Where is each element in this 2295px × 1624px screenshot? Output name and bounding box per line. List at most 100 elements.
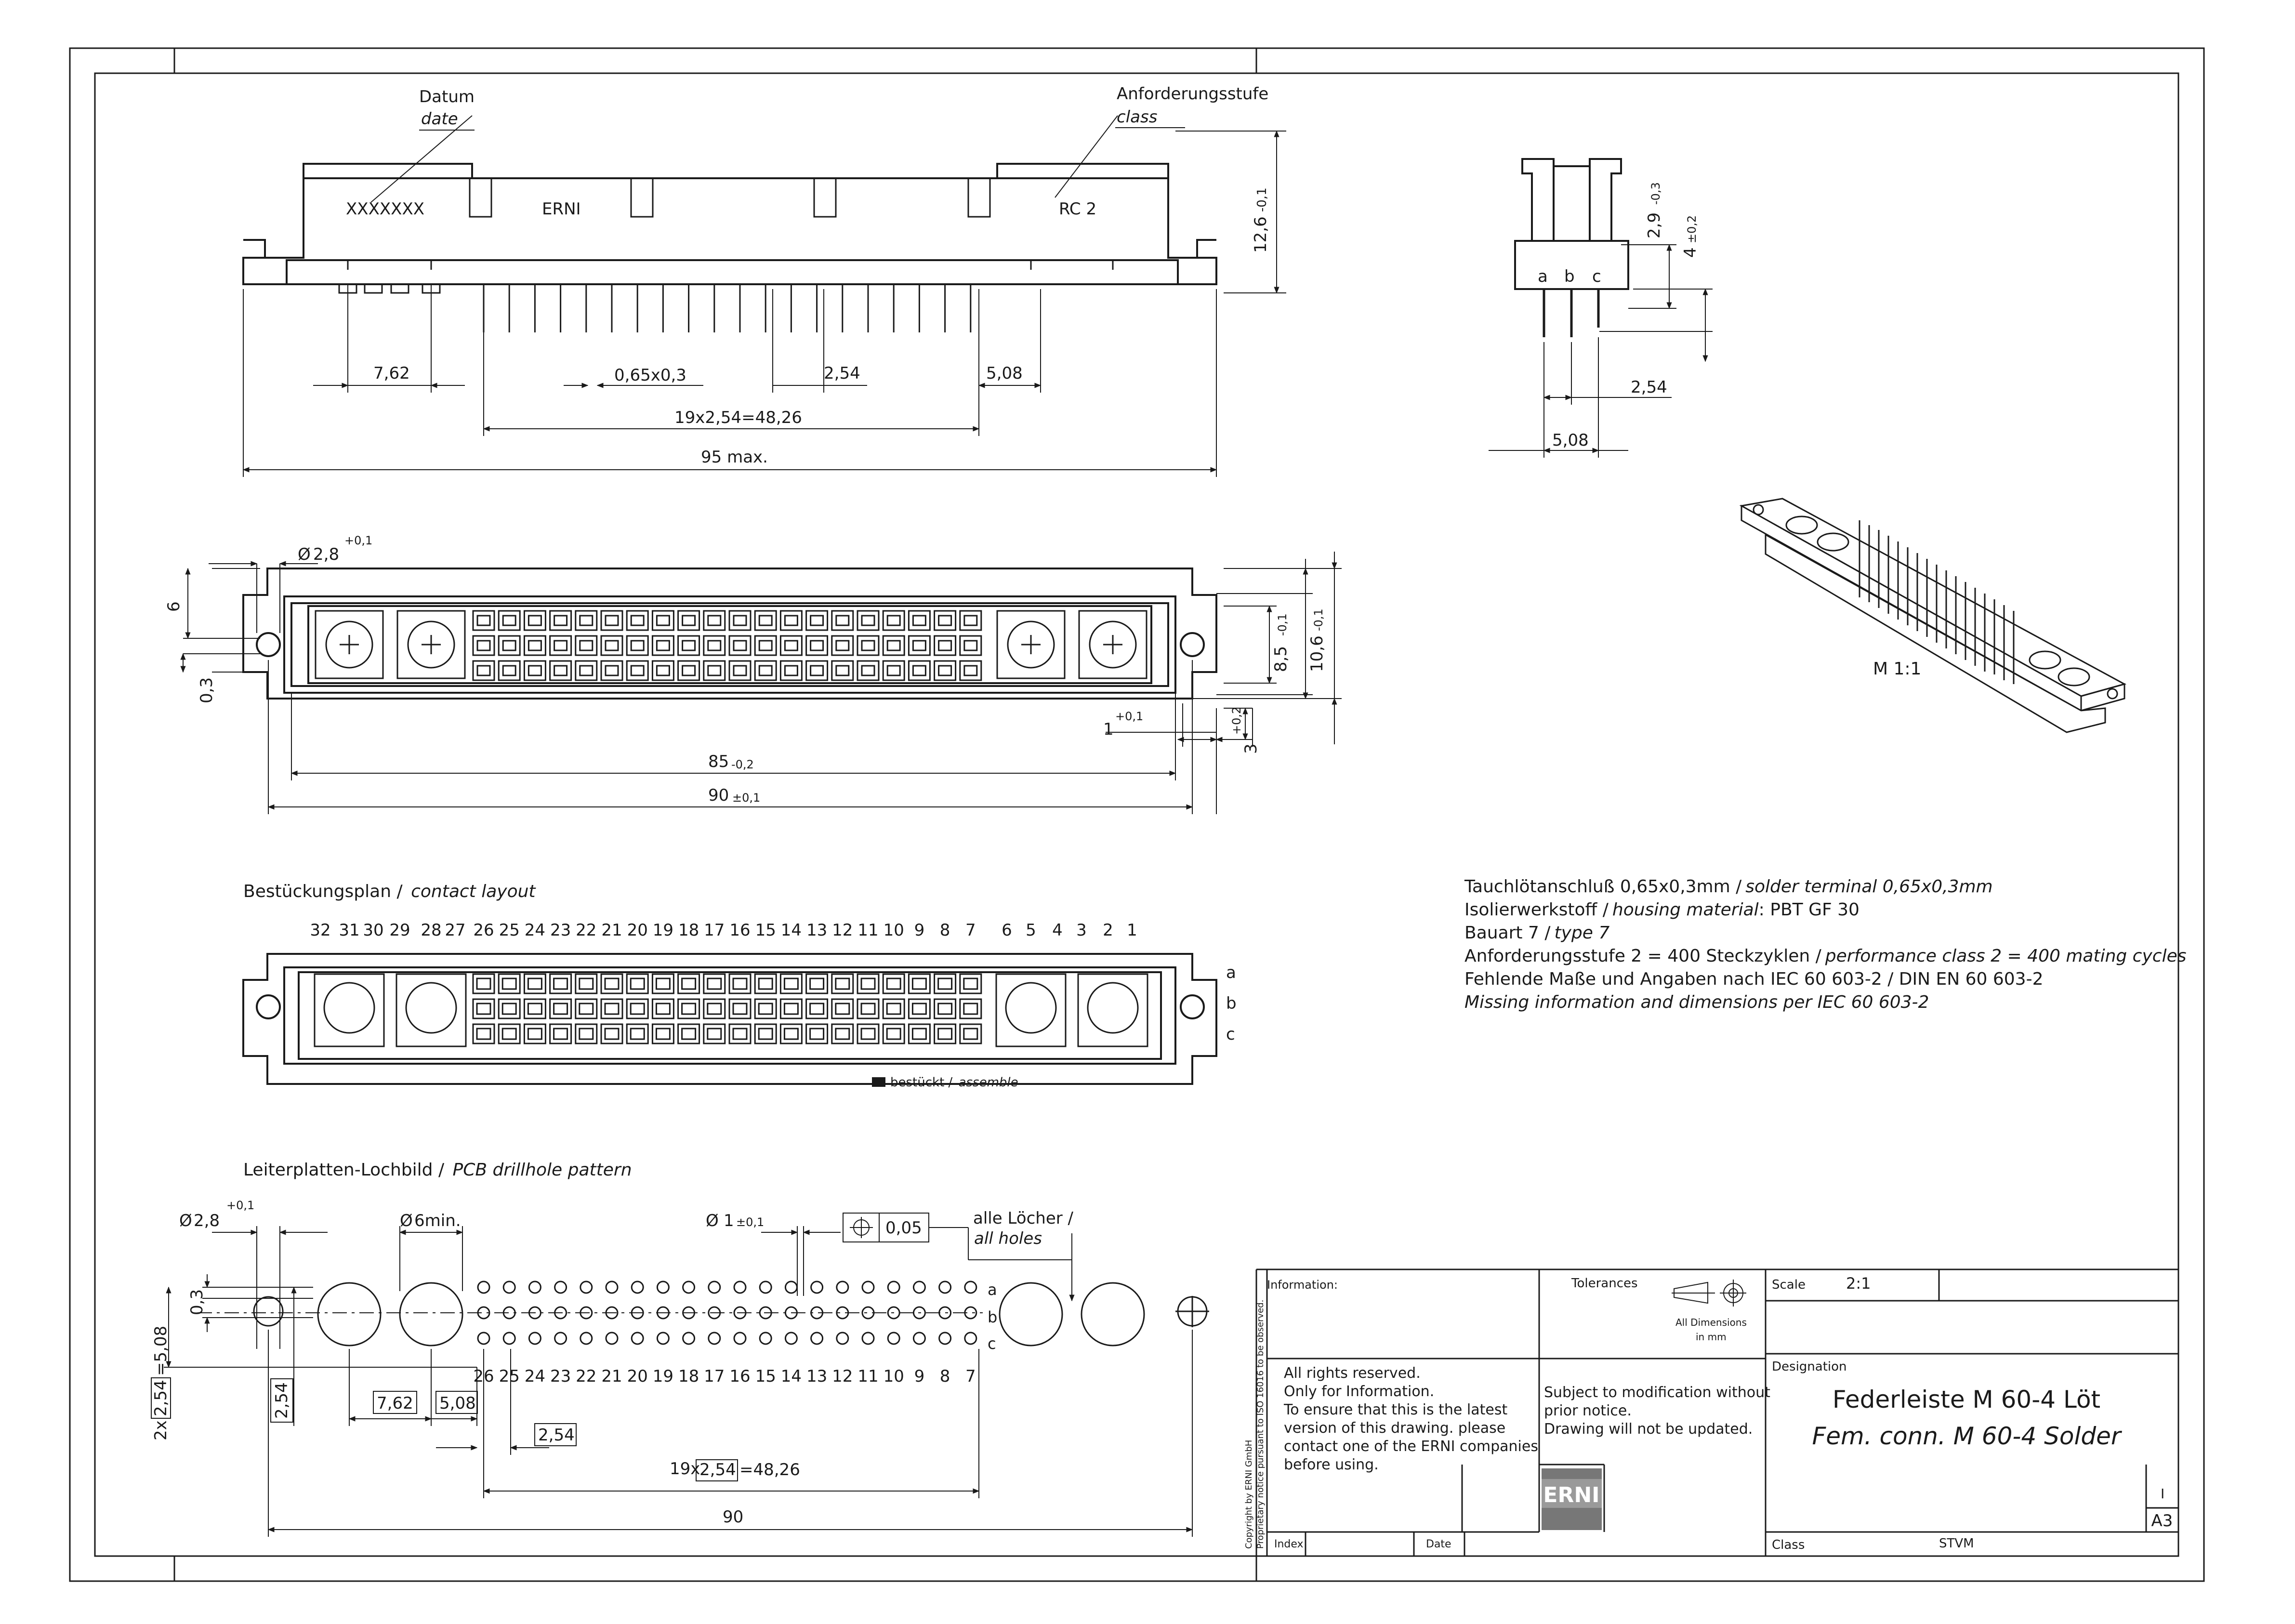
contact-cell	[908, 1023, 931, 1044]
contact-cell-inner	[630, 1028, 645, 1040]
svg-text:=48,26: =48,26	[739, 1460, 800, 1479]
contact-column-number: 2	[1103, 921, 1113, 940]
signal-contact-socket	[912, 640, 926, 651]
contact-cell-inner	[886, 1028, 901, 1040]
signal-contact	[728, 610, 752, 631]
contact-cell	[754, 1023, 777, 1044]
contact-cell	[728, 973, 752, 994]
power-contact-cell	[315, 610, 384, 679]
contact-cell	[908, 973, 931, 994]
drill-hole	[631, 1332, 644, 1345]
iso-scale: M 1:1	[1873, 659, 1921, 679]
signal-contact-socket	[835, 665, 850, 676]
contact-cell	[703, 998, 726, 1019]
plan-dim-6: 6	[164, 601, 184, 612]
pcb-column-number: 19	[653, 1367, 673, 1386]
tb-copyright-2: Proprietary notice pursuant to ISO 16016…	[1255, 1300, 1266, 1549]
contact-cell-inner	[655, 1003, 671, 1015]
drill-hole	[887, 1281, 900, 1294]
signal-contact	[677, 610, 700, 631]
tb-revision: I	[2161, 1486, 2164, 1502]
signal-contact	[575, 635, 598, 656]
contact-cell-inner	[835, 1003, 850, 1015]
tb-rights: All rights reserved. Only for Informatio…	[1283, 1365, 1538, 1473]
drill-hole	[477, 1281, 490, 1294]
svg-text:Subject to modification withou: Subject to modification without	[1544, 1384, 1770, 1401]
signal-contact	[934, 610, 957, 631]
contact-column-number: 16	[729, 921, 750, 940]
contact-cell	[549, 998, 572, 1019]
drill-hole	[656, 1281, 670, 1294]
pcb-all-holes-en: all holes	[974, 1229, 1042, 1248]
tb-scale-value: 2:1	[1846, 1274, 1871, 1293]
contact-cell	[523, 1023, 546, 1044]
contact-column-number: 30	[363, 921, 383, 940]
power-contact	[1089, 621, 1137, 669]
housing-slot	[630, 177, 654, 218]
signal-contact	[908, 610, 931, 631]
power-contact	[1087, 982, 1139, 1034]
power-contacts	[315, 610, 1148, 679]
svg-text:2x: 2x	[151, 1420, 171, 1440]
pcb-dim-90: 90	[723, 1507, 743, 1527]
contact-power	[314, 973, 1148, 1047]
tb-information-label: Information:	[1267, 1278, 1338, 1292]
pcb-column-number: 17	[704, 1367, 725, 1386]
drill-hole	[605, 1281, 619, 1294]
signal-contact-socket	[476, 665, 491, 676]
contact-cell-inner	[501, 977, 517, 990]
drill-hole	[759, 1332, 772, 1345]
signal-contact	[575, 610, 598, 631]
signal-contact	[805, 610, 829, 631]
pcb-holes	[198, 1281, 983, 1345]
contact-cell-inner	[553, 1028, 568, 1040]
dim-0-65: 0,65x0,3	[614, 366, 686, 385]
drill-hole	[477, 1332, 490, 1345]
signal-contact	[857, 635, 880, 656]
signal-contact	[600, 610, 623, 631]
drill-hole	[912, 1332, 926, 1345]
note-1: Tauchlötanschluß 0,65x0,3mm /solder term…	[1464, 877, 1993, 897]
pcb-row-a: a	[988, 1281, 997, 1299]
contact-cell-inner	[886, 1003, 901, 1015]
contact-column-number: 6	[1002, 921, 1012, 940]
signal-contact-socket	[579, 615, 594, 626]
signal-contact	[831, 635, 854, 656]
contact-cell-inner	[911, 1003, 927, 1015]
power-contact-cell	[1078, 610, 1148, 679]
signal-contact	[703, 610, 726, 631]
signal-contact	[703, 660, 726, 681]
signal-contact	[472, 660, 495, 681]
contact-column-number: 13	[806, 921, 827, 940]
plan-view: Ø 2,8 +0,1 6 0,3 8,5 -0,1 10,6 -0,1 1 +0…	[164, 534, 1342, 814]
drill-hole	[861, 1332, 875, 1345]
contact-cell-inner	[604, 1003, 620, 1015]
drill-hole	[759, 1281, 772, 1294]
signal-contact-socket	[682, 615, 696, 626]
signal-contact-socket	[912, 615, 926, 626]
peg-foot	[364, 283, 383, 294]
drill-hole	[836, 1332, 849, 1345]
pcb-column-number: 7	[965, 1367, 976, 1386]
pcb-row-b: b	[988, 1308, 997, 1326]
signal-contact	[498, 660, 521, 681]
plan-dim-1-tol: +0,1	[1115, 710, 1143, 723]
signal-contact-socket	[912, 665, 926, 676]
contact-cell	[600, 973, 623, 994]
contact-cell-inner	[527, 1028, 542, 1040]
contact-cell-inner	[783, 1028, 799, 1040]
pcb-dim-2x: 2x 2,54 =5,08	[151, 1326, 171, 1440]
signal-contact	[600, 660, 623, 681]
pcb-dim-2-8-tol: +0,1	[226, 1199, 254, 1212]
power-contact-cell	[1077, 973, 1148, 1047]
tb-designation-de: Federleiste M 60-4 Löt	[1833, 1386, 2100, 1413]
pcb-column-number: 22	[576, 1367, 596, 1386]
signal-contact	[523, 660, 546, 681]
datum-label-en: date	[421, 109, 458, 129]
signal-contact-socket	[554, 640, 568, 651]
drill-hole	[733, 1332, 747, 1345]
contact-cell	[549, 1023, 572, 1044]
pcb-column-number: 25	[499, 1367, 520, 1386]
